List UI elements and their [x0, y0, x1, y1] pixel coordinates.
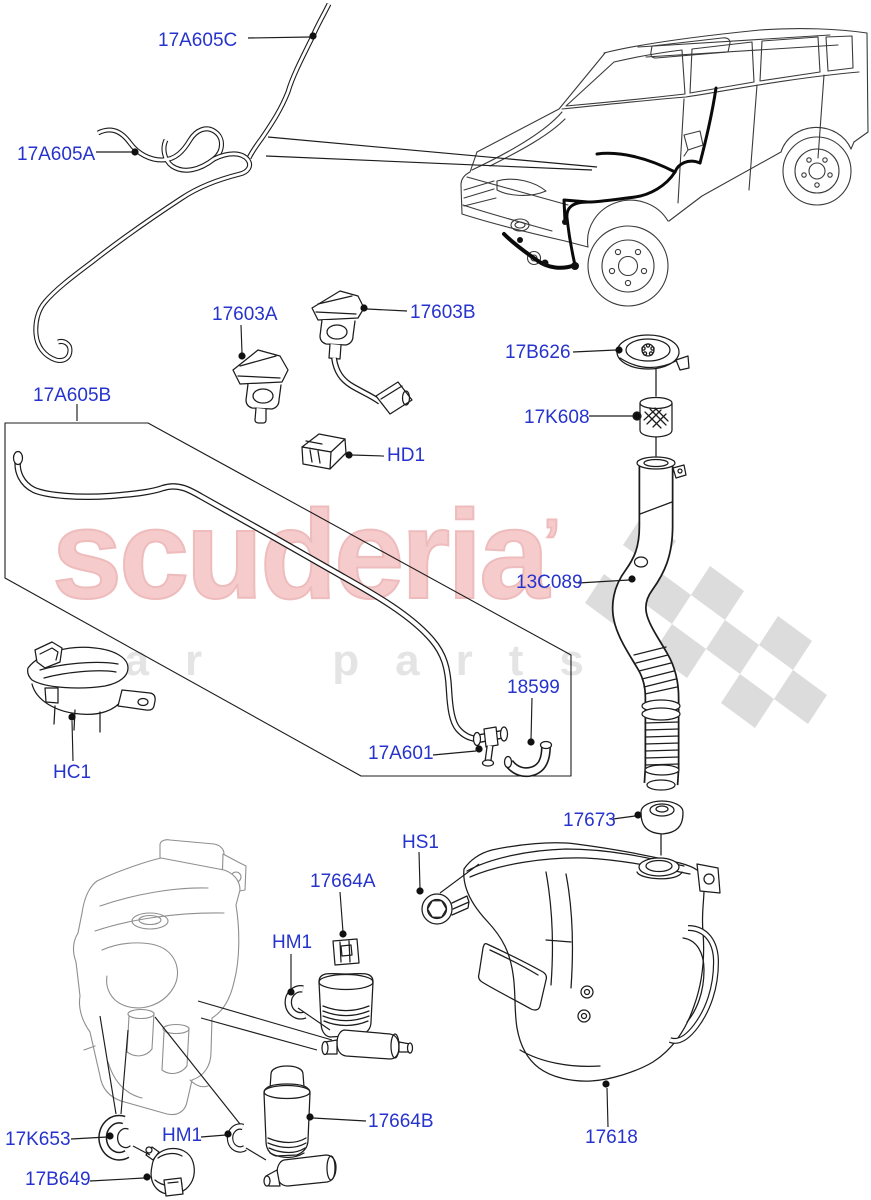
part-17603A-jet [232, 349, 289, 424]
part-label-17K653[interactable]: 17K653 [5, 1129, 71, 1150]
part-17A601-connector [472, 726, 509, 767]
part-label-17B626[interactable]: 17B626 [505, 342, 571, 363]
vehicle-illustration [460, 28, 869, 307]
ghost-reservoir [73, 839, 247, 1116]
part-17K653-seal [98, 1114, 131, 1161]
part-label-17603A[interactable]: 17603A [212, 304, 278, 325]
part-label-17673[interactable]: 17673 [563, 810, 616, 831]
part-label-17K608[interactable]: 17K608 [524, 407, 590, 428]
part-HM1-grommet-upper [284, 985, 307, 1020]
part-label-17664B[interactable]: 17664B [368, 1111, 434, 1132]
part-17A605C-hose [246, 2, 332, 160]
callout-dots [68, 32, 642, 1181]
part-label-17A605A[interactable]: 17A605A [17, 144, 96, 165]
part-label-17A605C[interactable]: 17A605C [158, 30, 238, 51]
part-HD1-clip [301, 433, 347, 470]
engine-bay-harness [502, 86, 718, 270]
part-label-13C089[interactable]: 13C089 [516, 572, 583, 593]
part-17603B-jet [311, 290, 413, 415]
part-17664A-pump [318, 938, 414, 1060]
front-wheel [587, 225, 669, 307]
part-17664B-pump [263, 1065, 337, 1187]
part-17618-reservoir [463, 842, 721, 1082]
part-17B626-cap [616, 334, 690, 371]
part-label-HS1[interactable]: HS1 [402, 832, 439, 853]
part-label-17618[interactable]: 17618 [585, 1127, 638, 1148]
part-label-HD1[interactable]: HD1 [387, 445, 426, 466]
part-17A605A-harness [33, 126, 253, 363]
part-HM1-grommet-lower [226, 1123, 247, 1153]
watermark-mark: ’ [542, 507, 561, 578]
leader-lines [70, 36, 636, 1182]
part-17673-grommet [640, 800, 684, 856]
part-label-HM1-lower[interactable]: HM1 [162, 1125, 203, 1146]
part-label-HM1-upper[interactable]: HM1 [272, 932, 313, 953]
part-17A605B-box [4, 422, 572, 777]
part-label-17A601[interactable]: 17A601 [368, 743, 434, 764]
part-label-17603B[interactable]: 17603B [410, 302, 476, 323]
part-17K608-filter [632, 368, 673, 457]
rear-wheel [782, 136, 852, 206]
part-18599-elbow [503, 740, 553, 778]
part-HC1-bracket [27, 641, 156, 733]
part-label-18599[interactable]: 18599 [507, 677, 560, 698]
part-label-HC1[interactable]: HC1 [53, 762, 92, 783]
part-label-17664A[interactable]: 17664A [310, 871, 376, 892]
part-label-17A605B[interactable]: 17A605B [33, 385, 112, 406]
part-13C089-filler-pipe [611, 456, 687, 791]
part-label-17B649[interactable]: 17B649 [25, 1169, 91, 1190]
watermark-subtext: car parts [64, 636, 620, 685]
part-HS1-screw [421, 893, 470, 925]
part-17B649-sensor [145, 1146, 195, 1197]
